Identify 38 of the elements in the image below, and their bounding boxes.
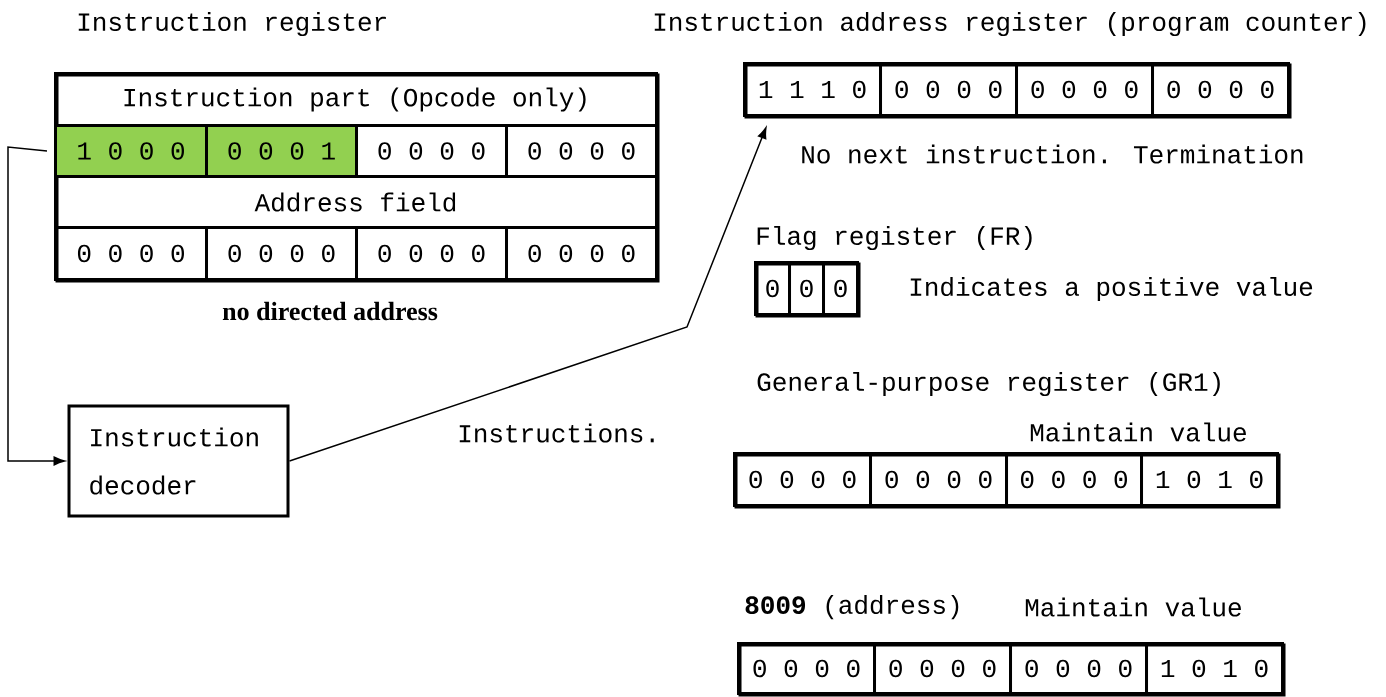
edge-label: Instructions. <box>459 423 654 443</box>
register-label: General-purpose register (GR1) <box>757 371 1220 397</box>
register-cell: 0 <box>822 261 859 316</box>
register-label: Instruction address register (program counter) <box>654 11 1366 37</box>
register-cell: 0 0 0 0 <box>505 124 658 178</box>
register-cell: 0 0 0 0 <box>873 642 1012 695</box>
register-cell: 1 0 0 0 <box>54 124 208 178</box>
register-label: Flag register (FR) <box>757 225 1032 251</box>
note-text: No next instruction. Termination <box>802 144 1303 164</box>
register-cell: 0 <box>754 261 791 316</box>
register-cell: 0 0 0 0 <box>879 62 1018 117</box>
register-cell: 0 0 0 0 <box>205 226 358 281</box>
register-cell: 0 0 0 0 <box>1151 62 1290 117</box>
register-cell: 0 0 0 0 <box>737 642 876 695</box>
note-text: Maintain value <box>1025 597 1241 617</box>
note-text: no directed address <box>222 301 438 321</box>
register-cell: 0 0 0 0 <box>869 452 1008 507</box>
register-cell: 0 <box>788 261 825 316</box>
register-cell: 0 0 0 0 <box>1009 642 1148 695</box>
register-cell: 0 0 0 0 <box>355 124 508 178</box>
register-cell: 0 0 0 0 <box>54 226 208 281</box>
note-text: Indicates a positive value <box>910 276 1313 302</box>
note-text: Maintain value <box>1030 422 1246 442</box>
register-cell: 1 0 1 0 <box>1145 642 1284 695</box>
register-cell: 0 0 0 0 <box>733 452 872 507</box>
register-label: Instruction register <box>78 11 386 37</box>
register-cell: 0 0 0 0 <box>505 226 658 281</box>
register-cell: 1 0 1 0 <box>1140 452 1279 507</box>
register-cell: Address field <box>54 175 658 229</box>
register-cell: 0 0 0 0 <box>1005 452 1143 507</box>
decoder-box: Instruction decoder <box>67 404 290 518</box>
arrow <box>288 127 767 462</box>
register-cell: 0 0 0 0 <box>1015 62 1154 117</box>
register-cell: 0 0 0 1 <box>205 124 358 178</box>
register-label: 8009 (address) <box>745 594 959 620</box>
arrow <box>7 146 65 466</box>
register-cell: 1 1 1 0 <box>743 62 882 117</box>
register-cell: 0 0 0 0 <box>355 226 508 281</box>
